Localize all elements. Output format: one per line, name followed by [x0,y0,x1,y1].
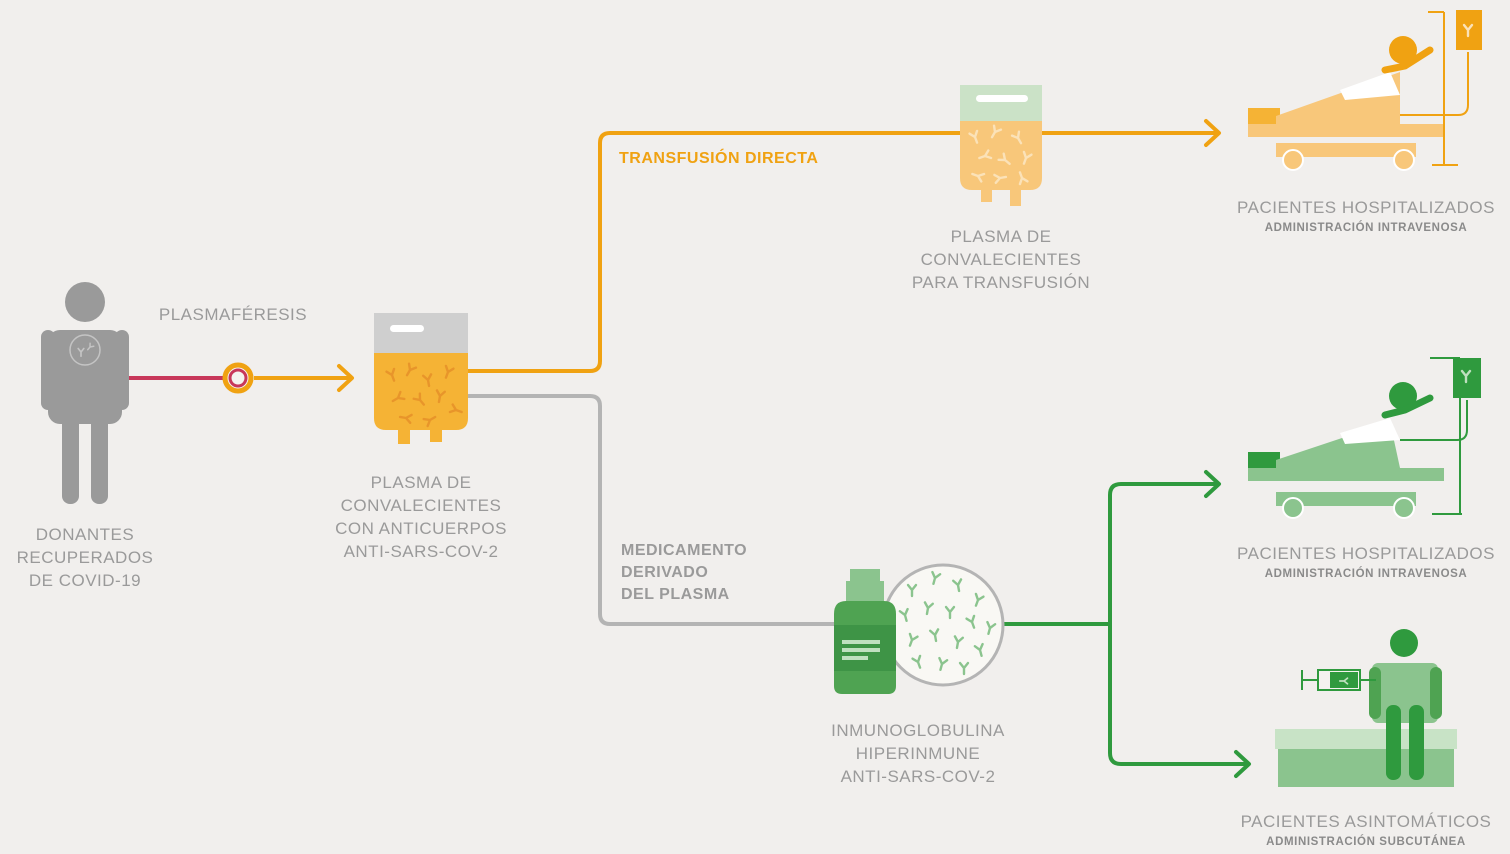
direct-transfusion-text: TRANSFUSIÓN DIRECTA [619,150,819,167]
transfusion-plasma-bag-icon [960,85,1042,206]
hospital-bed-icon [1248,72,1444,171]
immunoglobulin-line-bottom [1108,624,1247,766]
donor-label-line-1: DONANTES [35,525,135,544]
immunoglobulin-line-top [1000,482,1217,626]
convalescent-plasma-line-1: PLASMA DE [370,473,472,492]
immunoglobulin-line-1: INMUNOGLOBULINA [831,721,1005,740]
plasma-derived-line-2: DERIVADO [621,564,709,581]
patient-2-figure [1340,382,1434,444]
direct-transfusion-label: TRANSFUSIÓN DIRECTA [619,148,818,170]
donor-label: DONANTES RECUPERADOS DE COVID-19 [5,523,165,592]
plasma-bag-icon [374,313,468,444]
plasma-derived-line-3: DEL PLASMA [621,586,730,603]
outcome-asymptomatic: PACIENTES ASINTOMÁTICOS ADMINISTRACIÓN S… [1222,810,1510,851]
standing-patient-icon [1275,629,1457,787]
outcome-1-title: PACIENTES HOSPITALIZADOS [1237,198,1495,217]
plasmapheresis-text: PLASMAFÉRESIS [158,305,308,324]
plasma-derived-line [468,394,840,626]
convalescent-plasma-line-3: CON ANTICUERPOS [335,519,507,538]
vial-icon [834,569,896,694]
convalescent-plasma-line-4: ANTI-SARS-COV-2 [343,542,499,561]
plasmapheresis-label: PLASMAFÉRESIS [138,303,328,326]
outcome-3-subtitle: ADMINISTRACIÓN SUBCUTÁNEA [1266,836,1466,848]
convalescent-plasma-label: PLASMA DE CONVALECIENTES CON ANTICUERPOS… [311,471,531,563]
plasma-derived-label: MEDICAMENTO DERIVADO DEL PLASMA [621,540,747,606]
outcome-1-subtitle: ADMINISTRACIÓN INTRAVENOSA [1264,222,1468,234]
donor-label-line-3: DE COVID-19 [28,571,142,590]
antibody-circle-icon [881,563,1005,687]
outcome-hospitalized-1: PACIENTES HOSPITALIZADOS ADMINISTRACIÓN … [1222,196,1510,237]
transfusion-plasma-line-3: PARA TRANSFUSIÓN [911,273,1091,292]
outcome-2-title: PACIENTES HOSPITALIZADOS [1237,544,1495,563]
arrow-to-hospitalized-2 [1204,470,1221,498]
transfusion-plasma-line-1: PLASMA DE [950,227,1052,246]
direct-transfusion-line [468,131,1217,373]
iv-drip-icon [1400,10,1482,166]
immunoglobulin-line-3: ANTI-SARS-COV-2 [840,767,996,786]
plasma-derived-line-1: MEDICAMENTO [621,542,748,559]
arrow-to-plasma-bag [337,364,354,392]
immunoglobulin-label: INMUNOGLOBULINA HIPERINMUNE ANTI-SARS-CO… [803,719,1033,788]
donor-label-line-2: RECUPERADOS [16,548,154,567]
outcome-2-subtitle: ADMINISTRACIÓN INTRAVENOSA [1264,568,1468,580]
transfusion-plasma-line-2: CONVALECIENTES [920,250,1082,269]
person-icon [41,282,129,504]
connector-lines [128,119,1251,778]
patient-1-figure [1340,36,1434,100]
arrow-to-hospitalized-1 [1204,119,1221,147]
syringe-icon [1301,669,1376,691]
outcome-3-title: PACIENTES ASINTOMÁTICOS [1240,812,1492,831]
immunoglobulin-line-2: HIPERINMUNE [855,744,981,763]
convalescent-plasma-line-2: CONVALECIENTES [340,496,502,515]
outcome-hospitalized-2: PACIENTES HOSPITALIZADOS ADMINISTRACIÓN … [1222,542,1510,583]
transfusion-plasma-label: PLASMA DE CONVALECIENTES PARA TRANSFUSIÓ… [886,225,1116,294]
iv-drip-2-icon [1400,357,1481,515]
arrow-to-asymptomatic [1234,750,1251,778]
